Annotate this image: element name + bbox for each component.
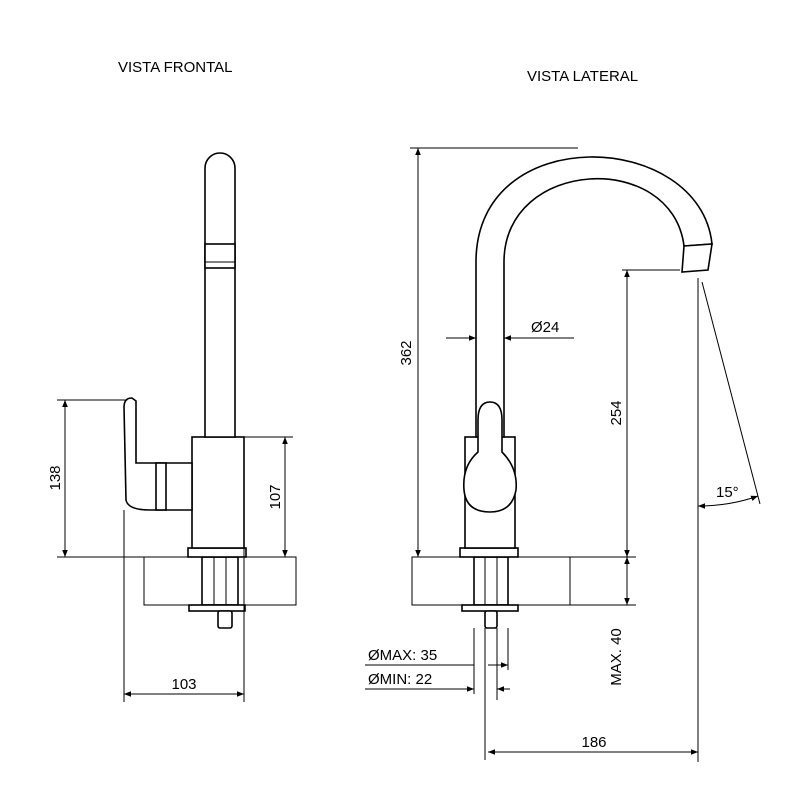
side-threaded-rod: [484, 610, 498, 629]
dim-spout-clearance: 254: [608, 400, 625, 425]
side-spout-outlet: [681, 243, 713, 273]
dim-hole-max: ØMAX: 35: [368, 647, 437, 664]
side-view-title: VISTA LATERAL: [527, 68, 638, 85]
dim-front-total-height: 138: [47, 465, 64, 490]
side-gooseneck-spout: [475, 156, 713, 438]
dim-front-body-height: 107: [267, 484, 284, 509]
dim-front-depth: 103: [171, 676, 196, 693]
dim-spout-diameter: Ø24: [531, 319, 559, 336]
side-handle-lever: [462, 401, 518, 513]
side-mounting-plate: [461, 604, 519, 612]
side-base-ring: [459, 547, 519, 558]
side-mounting-shank: [473, 556, 509, 606]
front-mounting-plate: [188, 604, 246, 612]
dim-side-total-height: 362: [398, 340, 415, 365]
front-aerator: [204, 243, 236, 269]
dim-hole-min: ØMIN: 22: [368, 671, 432, 688]
front-mounting-shank: [201, 556, 239, 606]
front-handle-lever: [123, 397, 193, 511]
dim-reach: 186: [581, 734, 606, 751]
front-faucet-body: [191, 436, 245, 549]
dim-max-counter-thickness: MAX. 40: [608, 628, 625, 686]
dim-spout-angle: 15°: [716, 484, 739, 501]
front-spout-tube: [204, 152, 236, 438]
front-threaded-rod: [217, 610, 233, 629]
front-base-ring: [187, 547, 247, 558]
side-view: 362 Ø24 254 MAX. 40 15° ØMAX: 35 ØMIN: 2…: [365, 147, 761, 762]
front-handle-stem: [155, 462, 167, 511]
front-view: 138 107 103: [47, 152, 297, 702]
front-view-title: VISTA FRONTAL: [118, 59, 232, 76]
